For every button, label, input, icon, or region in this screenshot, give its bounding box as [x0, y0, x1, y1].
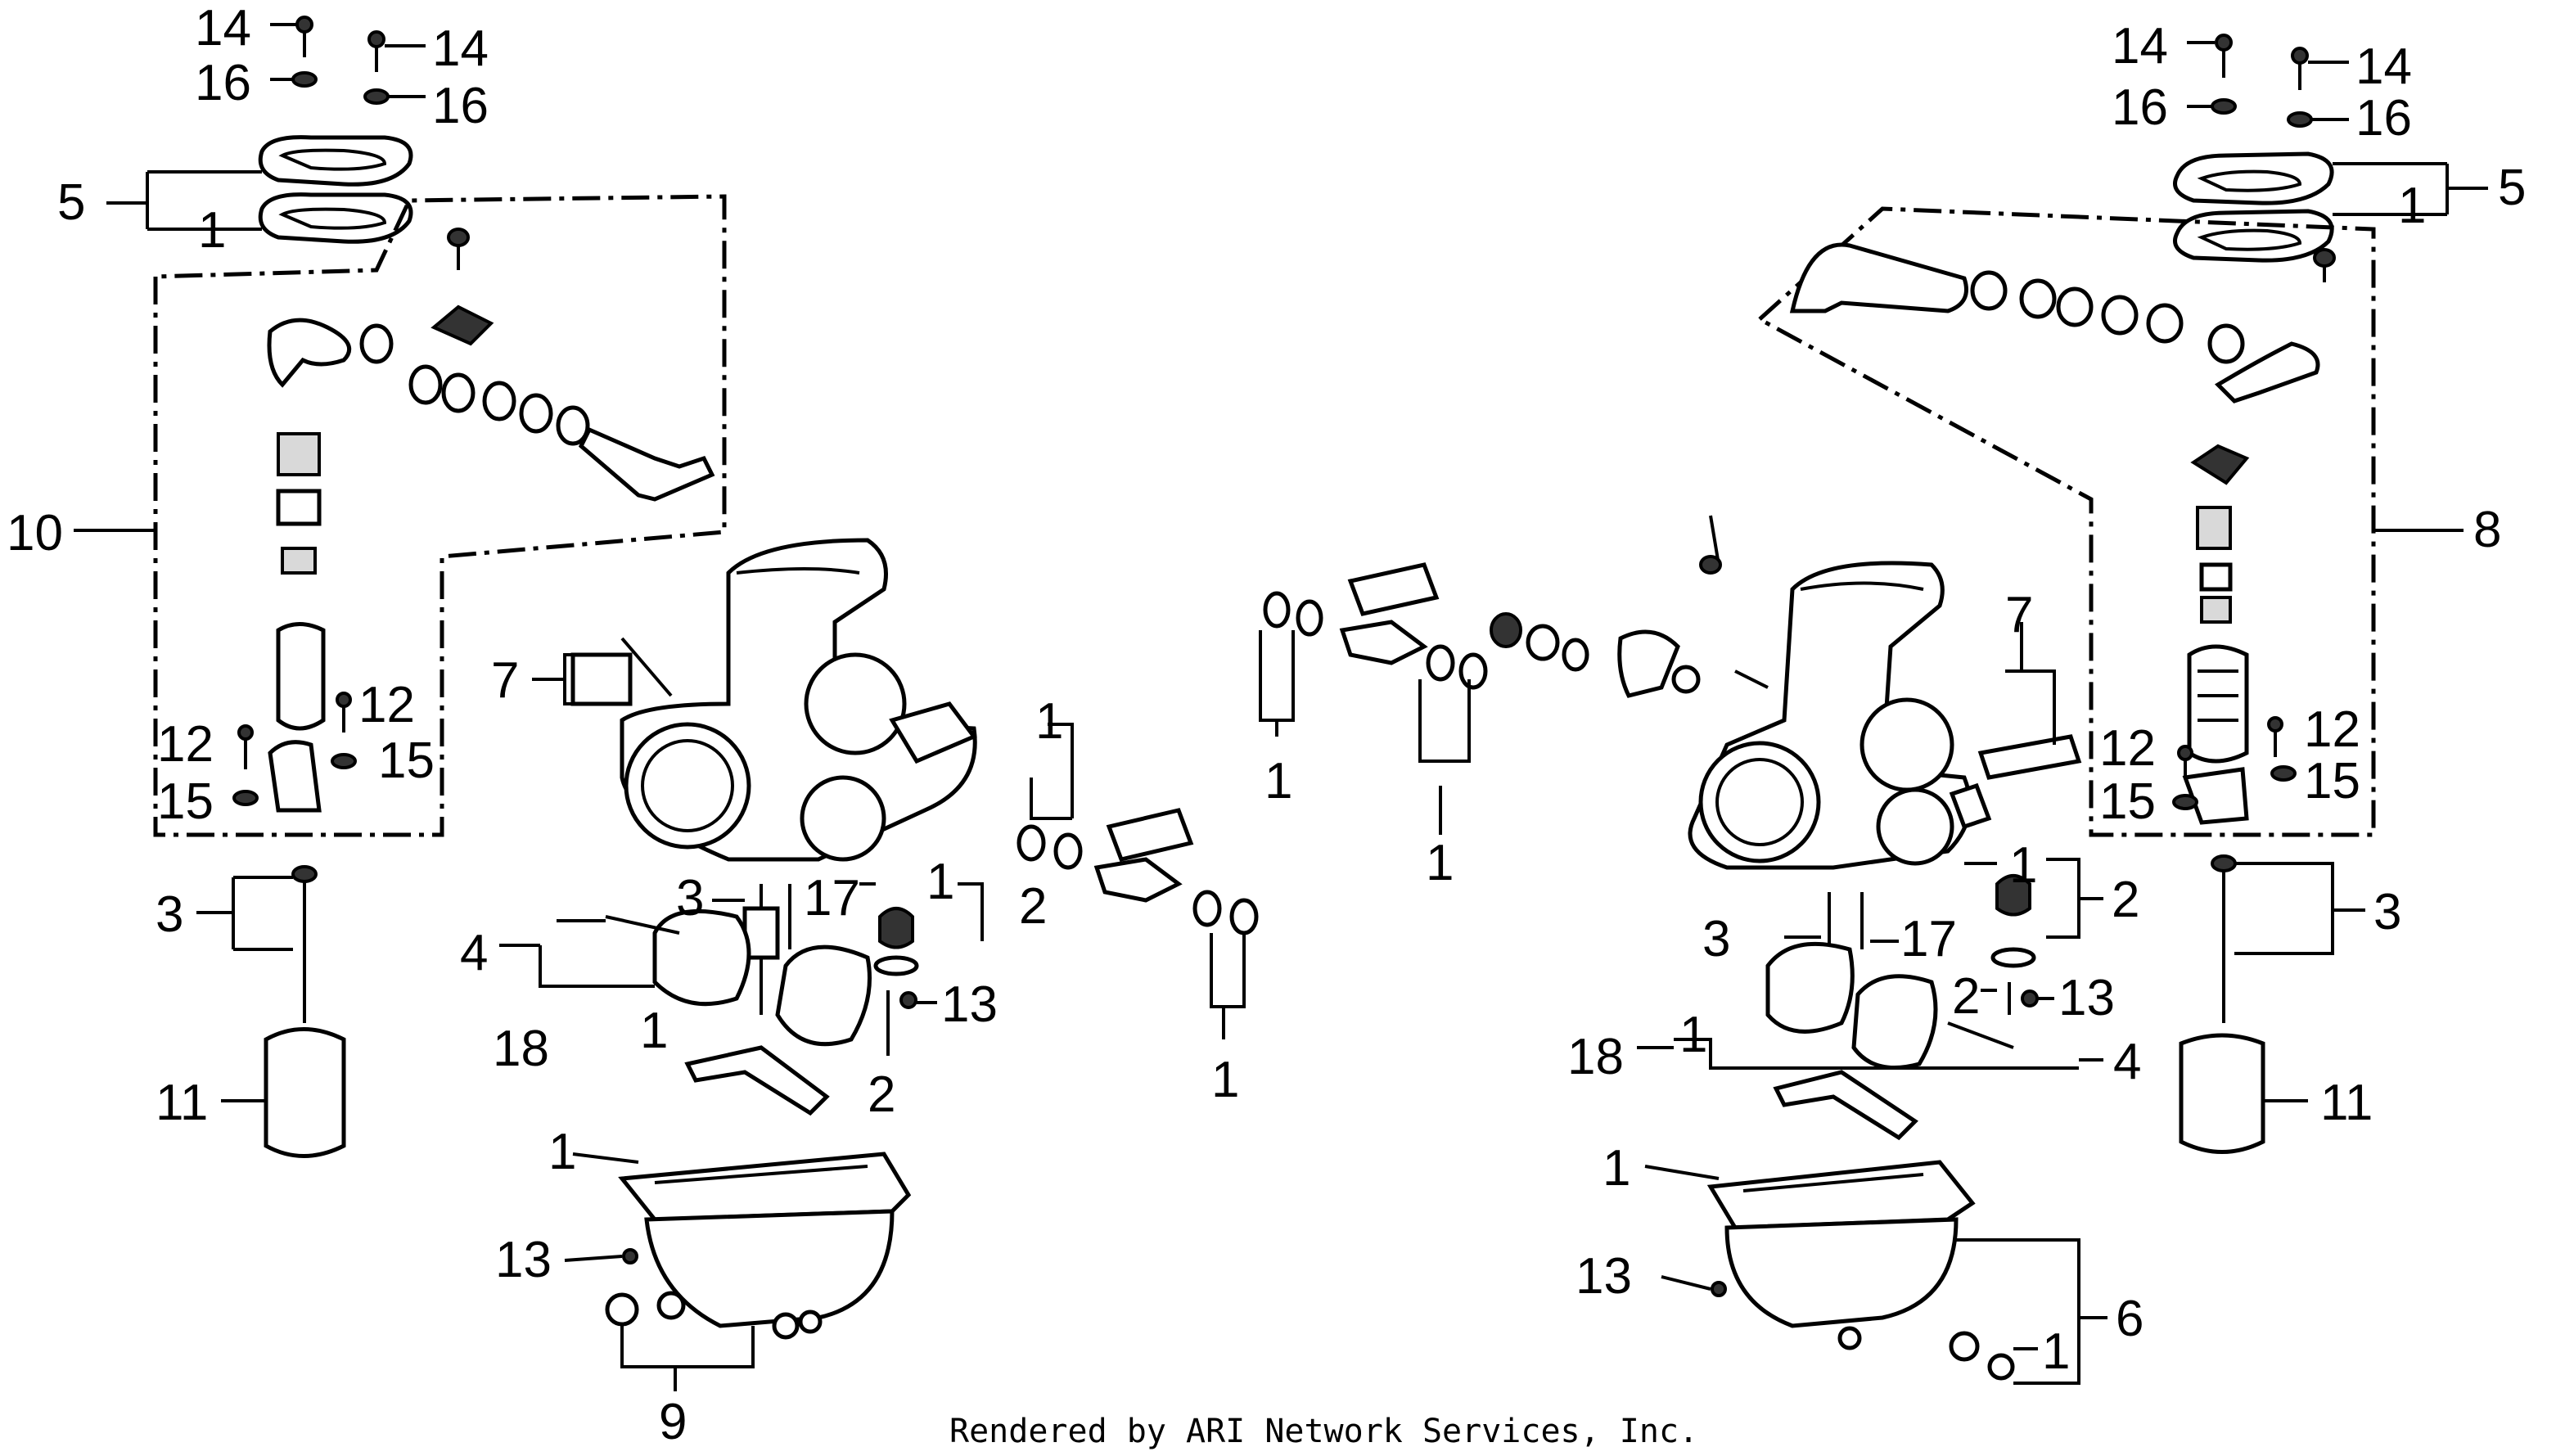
callout-1-center-d: 1	[1426, 835, 1454, 891]
callout-9: 9	[659, 1394, 687, 1450]
callout-18-right: 18	[1567, 1029, 1624, 1085]
callout-13-left-b: 13	[495, 1232, 552, 1288]
callout-1-right-float: 1	[1679, 1007, 1707, 1063]
callout-1-center-c: 1	[1264, 753, 1292, 809]
callout-18-left: 18	[493, 1021, 549, 1077]
callout-1-right-drain: 1	[2042, 1323, 2070, 1380]
callout-1-center-b: 1	[1211, 1052, 1239, 1108]
callout-14-left-a: 14	[195, 0, 251, 56]
callout-7-left: 7	[491, 652, 519, 709]
callout-1-center-a: 1	[1035, 693, 1063, 750]
callout-labels: 14 16 14 16 5 1 10 7 12 12 15 15 3 4 11 …	[7, 0, 2526, 1450]
left-carburetor-assembly	[74, 16, 1259, 1391]
callout-15-left-a: 15	[378, 733, 435, 789]
callout-16-right-a: 16	[2112, 79, 2168, 136]
callout-13-right-a: 13	[2058, 970, 2115, 1026]
callout-1-left-bowl: 1	[548, 1124, 576, 1180]
callout-1-right-gasket: 1	[2398, 178, 2426, 234]
callout-17-right: 17	[1900, 911, 1957, 967]
callout-3-right-needle: 3	[2373, 884, 2401, 940]
callout-6: 6	[2116, 1291, 2144, 1347]
callout-11-left: 11	[156, 1075, 208, 1131]
callout-14-right-b: 14	[2355, 38, 2412, 95]
callout-14-left-b: 14	[432, 20, 489, 77]
callout-15-left-b: 15	[157, 773, 214, 830]
callout-11-right: 11	[2320, 1075, 2373, 1131]
callout-2-left-b: 2	[868, 1066, 895, 1123]
callout-1-right-jet: 1	[2009, 837, 2037, 894]
callout-3-left-needle: 3	[156, 886, 183, 943]
callout-2-left-a: 2	[1019, 878, 1047, 935]
callout-13-left-a: 13	[941, 976, 998, 1033]
credit-text: Rendered by ARI Network Services, Inc.	[949, 1413, 1698, 1450]
callout-3-right-body: 3	[1702, 911, 1730, 967]
callout-3-left-body: 3	[676, 870, 704, 926]
callout-1-left-jet: 1	[926, 854, 954, 910]
callout-4-right: 4	[2113, 1034, 2141, 1090]
callout-13-right-b: 13	[1576, 1248, 1632, 1305]
callout-1-right-bowl: 1	[1603, 1140, 1630, 1197]
callout-14-right-a: 14	[2112, 18, 2168, 74]
callout-2-right-b: 2	[1952, 968, 1980, 1025]
callout-17-left: 17	[804, 870, 860, 926]
callout-1-left-gasket: 1	[198, 202, 226, 259]
callout-1-left-float: 1	[640, 1003, 668, 1059]
callout-8: 8	[2473, 502, 2501, 558]
callout-7-right: 7	[2005, 587, 2033, 643]
callout-15-right-a: 15	[2304, 753, 2360, 809]
callout-16-left-a: 16	[195, 55, 251, 111]
callout-10: 10	[7, 505, 63, 561]
callout-4-left: 4	[460, 925, 488, 981]
callout-12-right-b: 12	[2099, 720, 2156, 777]
callout-12-left-b: 12	[157, 716, 214, 773]
callout-12-right-a: 12	[2304, 701, 2360, 758]
callout-16-left-b: 16	[432, 78, 489, 134]
callout-5-right: 5	[2498, 160, 2526, 216]
callout-2-right-a: 2	[2112, 872, 2139, 928]
callout-15-right-b: 15	[2099, 773, 2156, 830]
callout-12-left-a: 12	[358, 677, 415, 733]
callout-16-right-b: 16	[2355, 90, 2412, 147]
right-carburetor-assembly	[1259, 34, 2488, 1385]
callout-5-left: 5	[57, 174, 85, 231]
